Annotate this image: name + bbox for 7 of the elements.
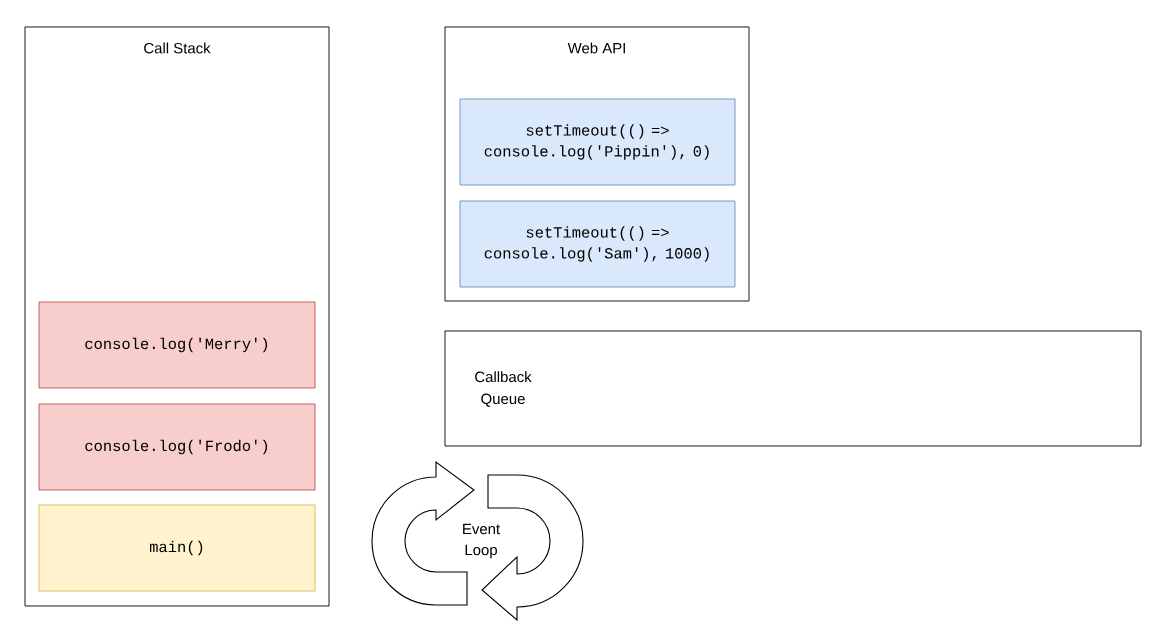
stack-frame: console.log('Frodo') <box>38 403 316 491</box>
queue-panel: Callback Queue <box>444 330 1142 447</box>
stack-frame: main() <box>38 504 316 592</box>
timer-box: setTimeout(() => console.log('Pippin'), 0) <box>459 98 736 186</box>
stack-frame: console.log('Merry') <box>38 301 316 389</box>
timer-box: setTimeout(() => console.log('Sam'), 1000) <box>459 200 736 288</box>
event-loop-label: Event Loop <box>463 523 500 559</box>
